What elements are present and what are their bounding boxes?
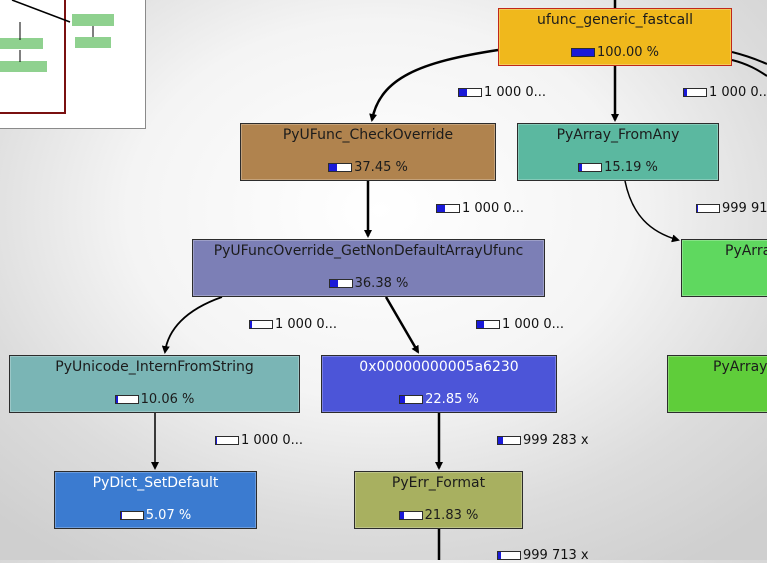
node-name: PyUnicode_InternFromString	[55, 359, 254, 375]
edge-label[interactable]: 999 283 x	[497, 433, 589, 448]
node-addr-0x5a6230[interactable]: 0x00000000005a6230 22.85 %	[321, 355, 557, 413]
overview-mini-node	[0, 61, 47, 72]
edge-root-to-right-a	[731, 51, 767, 65]
cost-label: 22.85 %	[425, 392, 479, 407]
node-name: PyArray_FromAny	[556, 127, 680, 143]
overview-viewport-frame[interactable]	[0, 0, 66, 114]
cost-bar	[458, 88, 482, 97]
node-name: 0x00000000005a6230	[359, 359, 519, 375]
cost-bar	[571, 48, 595, 57]
call-count: 1 000 0...	[462, 201, 525, 216]
cost-bar	[476, 320, 500, 329]
overview-mini-node	[0, 38, 43, 49]
call-count: 1 000 0...	[502, 317, 565, 332]
cost-label: 10.06 %	[140, 392, 195, 407]
node-cost: 21.83 %	[355, 508, 522, 523]
node-ufunc-generic-fastcall[interactable]: ufunc_generic_fastcall 100.00 %	[498, 8, 732, 66]
node-cost: 10.06 %	[10, 392, 299, 407]
call-count: 1 000 0...	[241, 433, 304, 448]
call-count: 1 000 0...	[484, 85, 547, 100]
cost-bar	[683, 88, 707, 97]
cost-label: 15.19 %	[604, 160, 658, 175]
edge-label[interactable]: 999 91	[696, 201, 767, 216]
edge-root-to-right-b	[731, 59, 767, 77]
overview-mini-node	[75, 37, 111, 48]
node-cost: 37.45 %	[241, 160, 495, 175]
node-pyarray-fromany[interactable]: PyArray_FromAny 15.19 %	[517, 123, 719, 181]
cost-bar	[436, 204, 460, 213]
edge-label[interactable]: 1 000 0...	[476, 317, 564, 332]
cost-bar	[578, 163, 603, 172]
node-pyarra-right[interactable]: PyArra	[681, 239, 767, 297]
node-name: PyArra	[725, 243, 767, 259]
cost-bar	[497, 436, 521, 445]
node-name: PyErr_Format	[391, 475, 486, 491]
node-name: PyDict_SetDefault	[92, 475, 219, 491]
cost-label: 36.38 %	[354, 276, 409, 291]
cost-bar	[114, 395, 139, 404]
node-name: PyUFunc_CheckOverride	[282, 127, 454, 143]
edge-label[interactable]: 1 000 0...	[436, 201, 524, 216]
cost-bar	[497, 551, 521, 560]
cost-label: 100.00 %	[597, 45, 659, 60]
node-name: ufunc_generic_fastcall	[537, 12, 693, 28]
call-count: 1 000 0...	[709, 85, 767, 100]
cost-label: 37.45 %	[354, 160, 408, 175]
node-cost: 100.00 %	[499, 45, 731, 60]
edge-fromany-to-pyarra	[624, 180, 680, 243]
node-pyunicode-internfromstring[interactable]: PyUnicode_InternFromString 10.06 %	[9, 355, 300, 413]
node-pyufunc-checkoverride[interactable]: PyUFunc_CheckOverride 37.45 %	[240, 123, 496, 181]
call-count: 999 283 x	[523, 433, 589, 448]
cost-label: 5.07 %	[145, 508, 192, 523]
edge-root-to-checkoverride	[369, 48, 499, 122]
edge-label[interactable]: 1 000 0...	[683, 85, 767, 100]
edge-getnondefault-to-addr	[384, 296, 420, 354]
node-name: PyArray_	[713, 359, 767, 375]
call-count: 999 91	[722, 201, 767, 216]
cost-label: 21.83 %	[424, 508, 479, 523]
node-pyerr-format[interactable]: PyErr_Format 21.83 %	[354, 471, 523, 529]
cost-bar	[249, 320, 273, 329]
overview-mini-edges	[11, 0, 94, 62]
node-cost: 5.07 %	[55, 508, 256, 523]
cost-bar	[328, 163, 353, 172]
node-name: PyUFuncOverride_GetNonDefaultArrayUfunc	[213, 243, 524, 259]
node-cost: 22.85 %	[322, 392, 556, 407]
call-count: 1 000 0...	[275, 317, 338, 332]
cost-bar	[215, 436, 239, 445]
cost-bar	[398, 511, 423, 520]
edge-label[interactable]: 1 000 0...	[215, 433, 303, 448]
edge-label[interactable]: 999 713 x	[497, 548, 589, 563]
overview-panel[interactable]	[0, 0, 146, 129]
node-pyarray-right-2[interactable]: PyArray_	[667, 355, 767, 413]
cost-bar	[696, 204, 720, 213]
overview-mini-node	[72, 14, 114, 26]
edge-label[interactable]: 1 000 0...	[458, 85, 546, 100]
edge-getnondefault-to-internfromstring	[161, 296, 223, 354]
cost-bar	[328, 279, 353, 288]
node-cost: 15.19 %	[518, 160, 718, 175]
node-pyufuncoverride-getnondefaultarrayufunc[interactable]: PyUFuncOverride_GetNonDefaultArrayUfunc …	[192, 239, 545, 297]
edge-label[interactable]: 1 000 0...	[249, 317, 337, 332]
cost-bar	[119, 511, 144, 520]
cost-bar	[399, 395, 424, 404]
call-count: 999 713 x	[523, 548, 589, 563]
node-pydict-setdefault[interactable]: PyDict_SetDefault 5.07 %	[54, 471, 257, 529]
node-cost: 36.38 %	[193, 276, 544, 291]
